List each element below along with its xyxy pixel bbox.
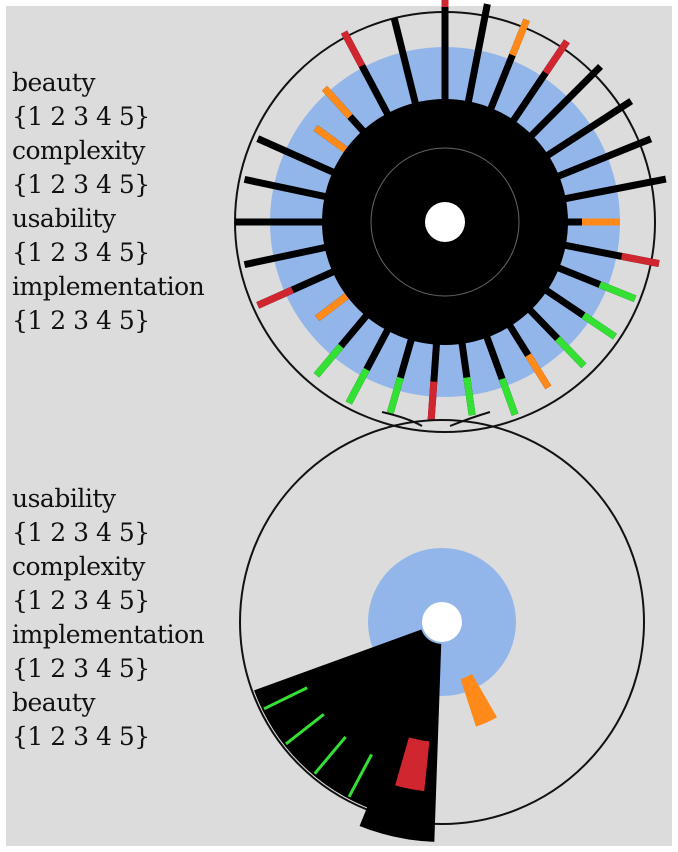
spoke-tip-red (340, 30, 365, 68)
spoke-tip-orange (509, 18, 530, 57)
legend-bottom: usability {1 2 3 4 5} complexity {1 2 3 … (12, 482, 205, 754)
spoke-tip-orange (315, 292, 350, 322)
spoke-tip-green (598, 281, 637, 303)
bottom-center-hole (422, 602, 462, 642)
legend-bottom-label-complexity: complexity (12, 552, 145, 581)
spoke (545, 135, 653, 185)
spoke (535, 98, 634, 166)
spoke-tip-green (555, 336, 587, 369)
spoke (243, 175, 339, 203)
legend-top-label-complexity: complexity (12, 136, 145, 165)
spoke-tip-red (542, 39, 570, 75)
red-wedge (395, 737, 430, 792)
bottom-wedges (254, 629, 497, 842)
top-spokes (235, 0, 667, 420)
spoke-tip-red (427, 381, 438, 420)
spoke-tip-orange (313, 125, 349, 154)
legend-top-label-usability: usability (12, 204, 116, 233)
green-mark (313, 735, 347, 775)
spoke-tip-green (581, 312, 617, 340)
legend-top: beauty {1 2 3 4 5} complexity {1 2 3 4 5… (12, 66, 205, 338)
spoke (243, 241, 339, 269)
legend-bottom-label-beauty: beauty (12, 688, 95, 717)
orange-wedge (460, 673, 497, 727)
spoke-tip-green (463, 376, 476, 416)
spoke-tip-orange (525, 353, 552, 390)
legend-top-scale-beauty: {1 2 3 4 5} (12, 102, 150, 131)
legend-top-label-beauty: beauty (12, 68, 95, 97)
top-center-hole (425, 202, 465, 242)
plot-connector (381, 411, 491, 427)
green-mark (263, 686, 308, 711)
top-radial-plot (234, 0, 667, 433)
spoke (256, 135, 346, 181)
bottom-outer-circle (239, 419, 645, 825)
green-mark (285, 713, 325, 746)
legend-bottom-scale-beauty: {1 2 3 4 5} (12, 722, 150, 751)
spoke-tip-green (498, 377, 519, 416)
legend-top-scale-usability: {1 2 3 4 5} (12, 238, 150, 267)
spoke-tip-green (386, 376, 404, 416)
legend-top-scale-implementation: {1 2 3 4 5} (12, 306, 150, 335)
spoke (390, 17, 422, 117)
legend-top-scale-complexity: {1 2 3 4 5} (12, 170, 150, 199)
green-mark (347, 753, 373, 798)
spoke (520, 63, 604, 147)
legend-bottom-label-implementation: implementation (12, 620, 205, 649)
top-inner-guide (370, 147, 520, 297)
bottom-radial-plot (239, 419, 645, 842)
legend-top-label-implementation: implementation (12, 272, 205, 301)
spoke-tip-green (313, 343, 344, 378)
legend-bottom-scale-usability: {1 2 3 4 5} (12, 518, 150, 547)
spoke (552, 175, 667, 205)
legend-bottom-scale-complexity: {1 2 3 4 5} (12, 586, 150, 615)
spoke-tip-orange (321, 85, 353, 119)
legend-bottom-label-usability: usability (12, 484, 116, 513)
spoke (462, 3, 491, 115)
spoke-tip-red (256, 286, 294, 309)
legend-bottom-scale-implementation: {1 2 3 4 5} (12, 654, 150, 683)
black-wedge (359, 642, 442, 842)
spoke-tip-green (345, 367, 370, 405)
spoke-tip-red (621, 252, 660, 268)
